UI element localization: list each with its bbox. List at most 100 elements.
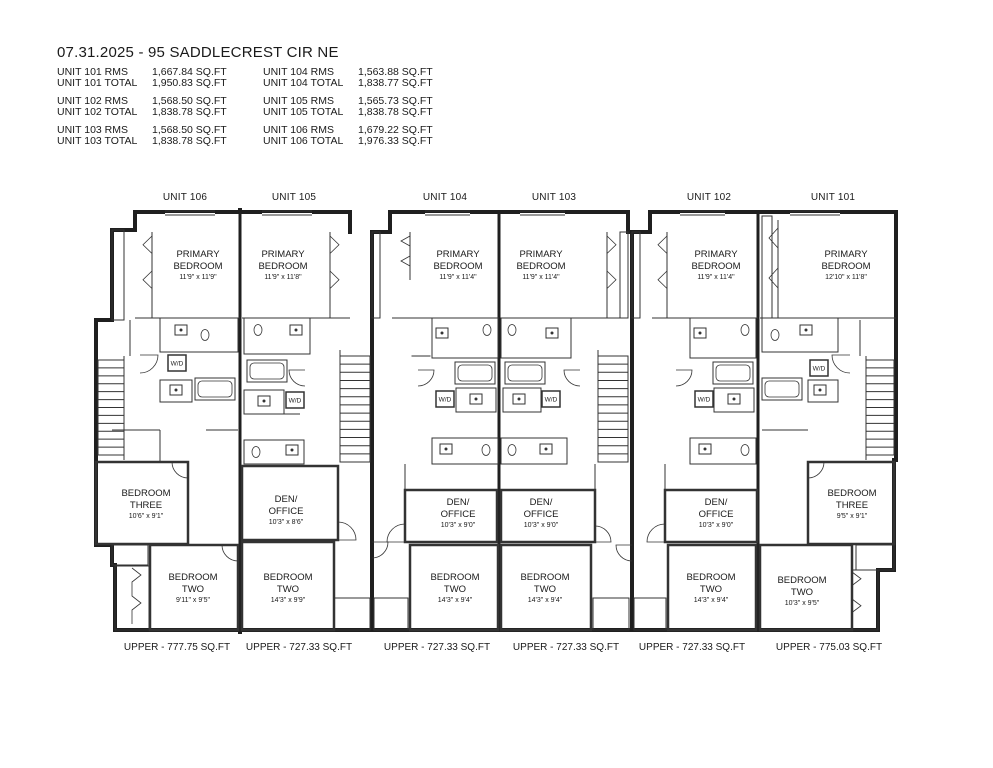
primary-bedroom-label-line1: PRIMARY: [824, 249, 868, 260]
unit-label: UNIT 105: [272, 192, 316, 203]
vanity: [502, 387, 542, 413]
area-value: 1,838.78 SQ.FT: [152, 106, 227, 118]
bathtub: [504, 361, 546, 385]
bathtub-basin: [457, 364, 493, 382]
area-label: UNIT 101 TOTAL: [57, 77, 138, 89]
sink: [435, 327, 449, 339]
sink-drain: [294, 328, 298, 332]
lower-bedroom-dimensions: 9'11" x 9'5": [176, 597, 210, 604]
upper-area-label: UPPER - 727.33 SQ.FT: [639, 642, 745, 653]
upper-area-label: UPPER - 777.75 SQ.FT: [124, 642, 230, 653]
sink: [545, 327, 559, 339]
closet-door: [851, 571, 862, 626]
unit-label: UNIT 106: [163, 192, 207, 203]
closet-shelf: [761, 215, 773, 319]
primary-bedroom-label-line2: BEDROOM: [258, 261, 307, 272]
hall-bath: [431, 437, 499, 465]
area-label: UNIT 102 RMS: [57, 95, 128, 107]
door-swing: [337, 521, 357, 541]
washer-dryer-label: W/D: [813, 366, 826, 373]
closet: [855, 544, 895, 571]
ensuite-bath: [243, 317, 311, 355]
sink-drain: [290, 448, 294, 452]
door-swing: [675, 369, 693, 387]
primary-bedroom-dimensions: 11'9" x 11'4": [522, 274, 560, 281]
door-swing: [171, 461, 189, 479]
lower-bedroom-dimensions: 14'3" x 9'4": [528, 597, 563, 604]
toilet: [507, 324, 517, 336]
toilet: [253, 324, 263, 336]
area-value: 1,838.77 SQ.FT: [358, 77, 433, 89]
primary-bedroom-label-line2: BEDROOM: [821, 261, 870, 272]
bathtub-basin: [197, 380, 233, 398]
lower-bedroom-label-line2: TWO: [444, 584, 466, 595]
sink-drain: [544, 447, 548, 451]
sink-drain: [179, 328, 183, 332]
lower-bedroom-label-line2: TWO: [277, 584, 299, 595]
hall-bath: [243, 439, 305, 465]
closet: [114, 565, 150, 631]
sink: [285, 444, 299, 456]
bathtub-basin: [715, 364, 751, 382]
washer-dryer: [285, 391, 305, 409]
area-value: 1,838.78 SQ.FT: [152, 135, 227, 147]
closet-door: [768, 227, 779, 308]
primary-bedroom-dimensions: 11'9" x 11'4": [697, 274, 735, 281]
washer-dryer-label: W/D: [289, 398, 302, 405]
ensuite-bath: [500, 317, 572, 359]
middle-room-dimensions: 10'3" x 8'6": [269, 519, 304, 526]
door-swing: [563, 369, 581, 387]
middle-room-label-line1: BEDROOM: [121, 488, 170, 499]
door-swing: [615, 544, 633, 562]
area-value: 1,976.33 SQ.FT: [358, 135, 433, 147]
unit-label: UNIT 102: [687, 192, 731, 203]
sink-drain: [440, 331, 444, 335]
toilet: [482, 324, 492, 336]
sink: [799, 324, 813, 336]
closet: [851, 569, 879, 631]
closet: [633, 597, 667, 631]
middle-room-label-line1: DEN/: [275, 494, 298, 505]
unit-label: UNIT 104: [423, 192, 467, 203]
lower-bedroom-label-line2: TWO: [791, 587, 813, 598]
hall-bath: [500, 437, 568, 465]
closet-door: [400, 235, 411, 276]
lower-bedroom: [666, 543, 758, 632]
washer-dryer: [541, 390, 561, 408]
sink: [257, 395, 271, 407]
closet-shelf: [371, 231, 381, 319]
toilet: [251, 446, 261, 458]
primary-bedroom-label-line1: PRIMARY: [694, 249, 738, 260]
closet-shelf: [631, 231, 641, 319]
door-swing: [139, 354, 159, 374]
area-label: UNIT 103 RMS: [57, 124, 128, 136]
lower-bedroom-label-line1: BEDROOM: [263, 572, 312, 583]
area-value: 1,679.22 SQ.FT: [358, 124, 433, 136]
door-swing: [386, 523, 406, 543]
sink: [174, 324, 188, 336]
primary-bedroom-dimensions: 11'9" x 11'4": [439, 274, 477, 281]
toilet: [740, 444, 750, 456]
page-title: 07.31.2025 - 95 SADDLECREST CIR NE: [57, 44, 339, 61]
bathtub-basin: [249, 362, 285, 380]
lower-bedroom: [408, 543, 500, 632]
upper-area-label: UPPER - 727.33 SQ.FT: [384, 642, 490, 653]
closet-shelf: [111, 229, 125, 321]
area-label: UNIT 105 TOTAL: [263, 106, 344, 118]
sink-drain: [732, 397, 736, 401]
vanity: [455, 387, 497, 413]
middle-room: [499, 488, 597, 544]
sink: [512, 393, 526, 405]
bathtub: [761, 377, 803, 401]
lower-bedroom-label-line1: BEDROOM: [777, 575, 826, 586]
toilet: [770, 329, 780, 341]
door-swing: [831, 354, 851, 374]
bathtub: [454, 361, 496, 385]
